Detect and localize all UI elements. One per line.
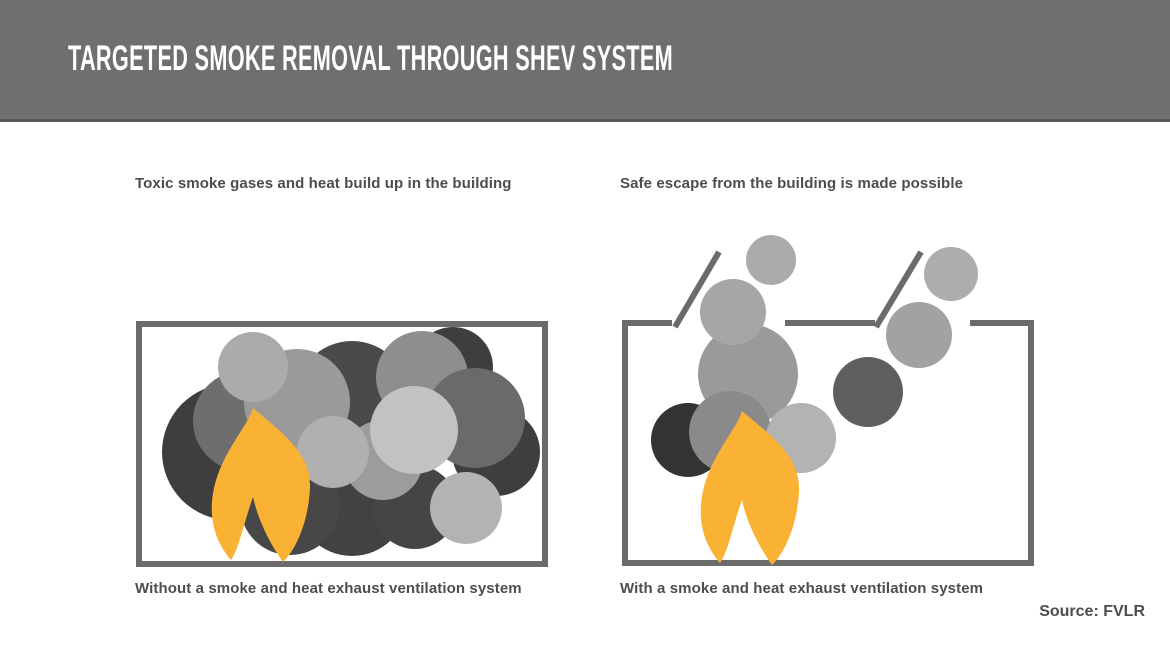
header-bar: TARGETED SMOKE REMOVAL THROUGH SHEV SYST…: [0, 0, 1170, 122]
smoke-puff: [833, 357, 903, 427]
diagram-with-shev: [622, 235, 1034, 566]
vent-flap-right-icon: [873, 250, 924, 329]
building-box-left: [136, 321, 548, 567]
flame-icon: [700, 411, 800, 565]
smoke-puff: [430, 472, 502, 544]
smoke-puff: [218, 332, 288, 402]
smoke-right: [651, 235, 978, 477]
smoke-puff: [924, 247, 978, 301]
caption-left-top: Toxic smoke gases and heat build up in t…: [135, 175, 512, 192]
vent-flap-left-icon: [672, 250, 722, 329]
diagram-without-shev: [136, 321, 548, 567]
smoke-puff: [746, 235, 796, 285]
smoke-puff: [370, 386, 458, 474]
smoke-puff: [297, 416, 369, 488]
building-outline-right: [622, 320, 1034, 566]
diagram-canvas: [136, 235, 1034, 567]
source-label: Source: FVLR: [1039, 603, 1145, 620]
page-title: TARGETED SMOKE REMOVAL THROUGH SHEV SYST…: [68, 39, 673, 78]
smoke-puff: [886, 302, 952, 368]
caption-right-bottom: With a smoke and heat exhaust ventilatio…: [620, 580, 984, 597]
flame-icon: [211, 408, 311, 562]
caption-left-bottom: Without a smoke and heat exhaust ventila…: [135, 580, 522, 597]
smoke-puff: [700, 279, 766, 345]
caption-right-top: Safe escape from the building is made po…: [620, 175, 964, 192]
